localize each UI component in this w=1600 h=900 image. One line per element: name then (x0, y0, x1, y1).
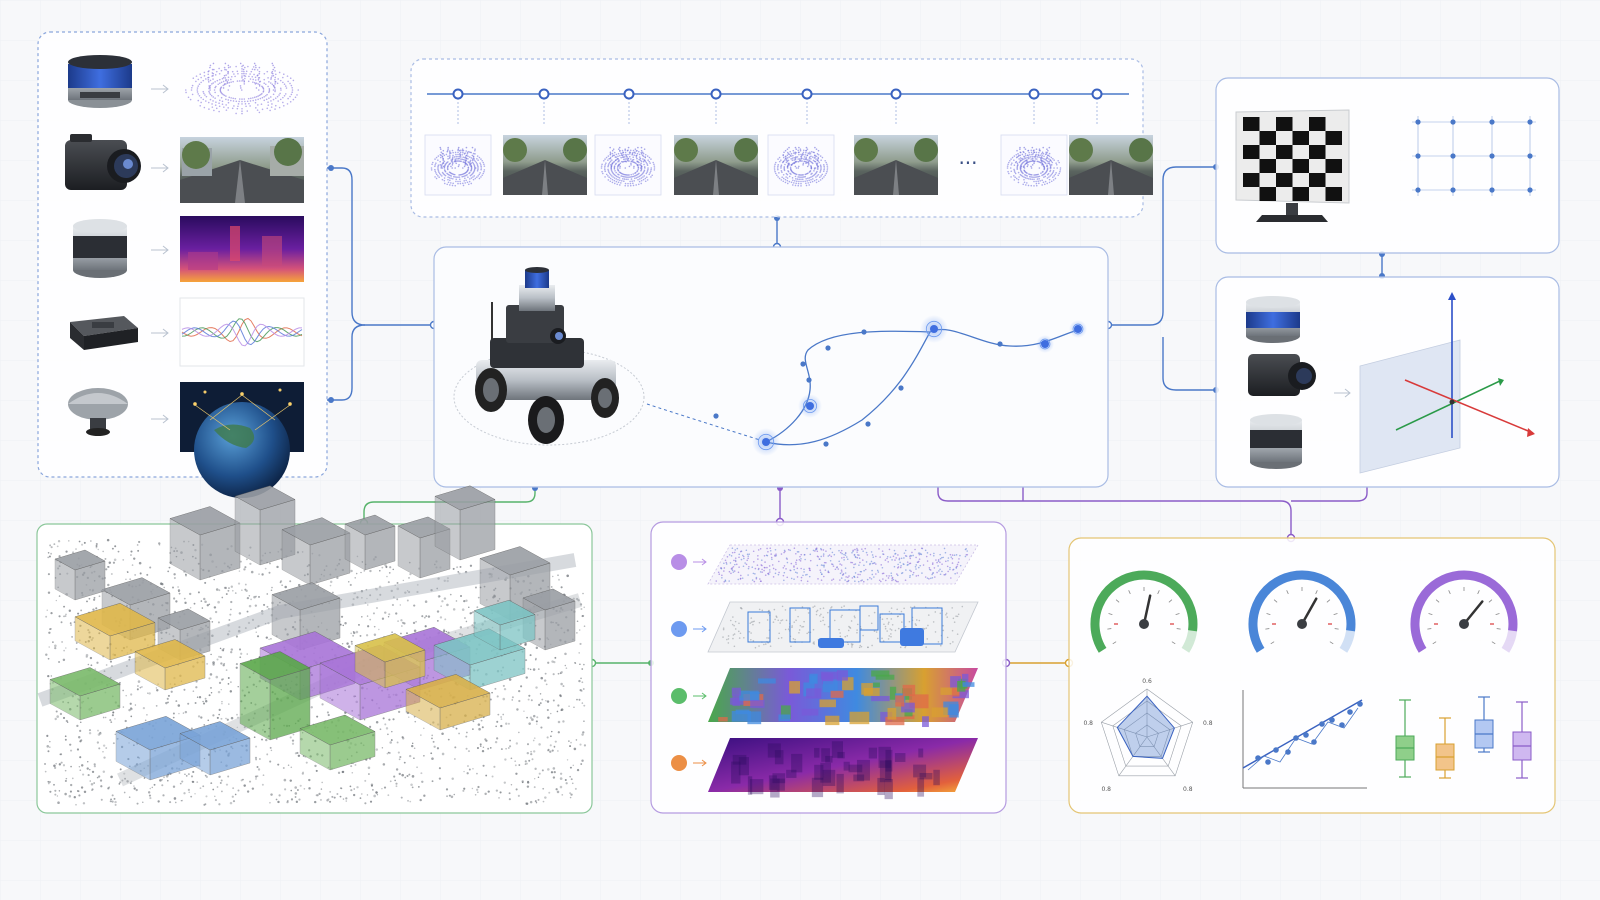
lidar-scan-thumbnail (184, 62, 300, 115)
sensor-panel (65, 55, 305, 498)
radar-axis-label: 0.8 (1101, 786, 1111, 793)
camera-sensor-icon (65, 134, 141, 190)
slam-trajectory-panel (453, 267, 1087, 456)
gauge-green (1090, 570, 1198, 653)
robot-icon (475, 267, 619, 444)
solid-state-lidar-icon (73, 219, 127, 278)
radar-axis-label: 0.8 (1183, 786, 1193, 793)
lidar-sensor-icon (68, 55, 132, 108)
depth-layer-plane (708, 738, 978, 792)
detection-layer-marker (671, 621, 687, 637)
trajectory-path (646, 315, 1087, 456)
extrinsic-calibration-panel (1246, 292, 1535, 474)
solid-state-lidar-icon (1250, 414, 1302, 469)
evaluation-metrics-panel: 0.6 0.8 0.8 0.8 0.8 (1083, 570, 1532, 793)
radar-chart: 0.6 0.8 0.8 0.8 0.8 (1083, 678, 1212, 793)
imu-signal-thumbnail (179, 297, 305, 367)
semantic-3d-map (37, 485, 587, 806)
gauge-purple (1410, 570, 1518, 653)
timeline-ellipsis: ··· (958, 151, 977, 175)
gauge-blue (1248, 570, 1356, 653)
box-plot (1395, 696, 1532, 779)
radar-axis-label: 0.8 (1203, 720, 1213, 727)
depth-image-thumbnail (180, 216, 304, 282)
imu-sensor-icon (70, 316, 138, 350)
scatter-plot (1242, 690, 1367, 789)
camera-image-thumbnail (180, 137, 304, 203)
point-cloud-layer-marker (671, 554, 687, 570)
segmentation-layer-marker (671, 688, 687, 704)
point-cloud-layer-plane (707, 544, 979, 585)
gnss-globe-thumbnail (180, 382, 304, 498)
lidar-sensor-icon (1246, 296, 1300, 343)
camera-sensor-icon (1248, 354, 1316, 396)
depth-layer-marker (671, 755, 687, 771)
radar-axis-label: 0.6 (1142, 678, 1152, 685)
layer-stack-panel (671, 544, 979, 800)
coordinate-frame (1359, 292, 1535, 474)
timeline-panel: ··· (424, 88, 1153, 196)
calibration-target-panel (1235, 109, 1536, 222)
gnss-antenna-icon (68, 388, 128, 436)
radar-axis-label: 0.8 (1083, 720, 1093, 727)
